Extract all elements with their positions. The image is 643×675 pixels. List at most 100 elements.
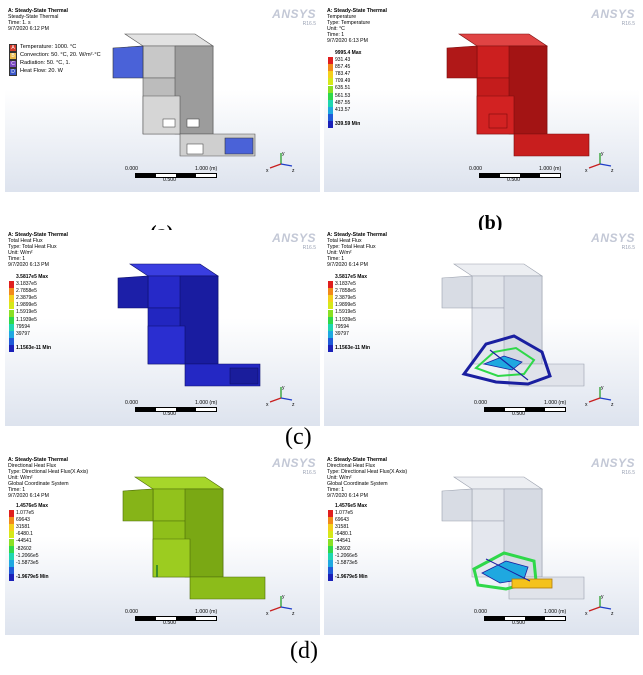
legend-swatch [9, 330, 14, 338]
caption-c: (c) [285, 424, 312, 450]
legend-value: 857.45 [335, 64, 351, 71]
duct-model[interactable] [429, 26, 599, 176]
legend-value: -6480.1 [335, 531, 352, 538]
legend-value: 413.57 [335, 106, 351, 113]
bc-letter: B [9, 52, 17, 60]
legend-row: 31581 [328, 524, 368, 532]
svg-text:z: z [611, 168, 614, 174]
svg-text:y: y [282, 594, 285, 600]
duct-model[interactable] [424, 469, 594, 619]
duct-model[interactable] [105, 469, 275, 619]
duct-model[interactable] [100, 256, 270, 406]
legend-swatch [9, 344, 14, 352]
legend-swatch [328, 344, 333, 352]
legend-row: -82602 [9, 546, 49, 553]
legend-swatch [9, 295, 14, 303]
legend-value: 1.077e5 [335, 510, 354, 517]
legend-swatch [9, 323, 14, 331]
svg-text:x: x [585, 402, 588, 408]
legend-row: 931.43 [328, 57, 361, 65]
svg-text:x: x [266, 168, 269, 174]
svg-text:y: y [282, 385, 285, 391]
legend-row: 2.3879e5 [328, 295, 370, 303]
legend-value: 1.5919e5 [335, 309, 356, 316]
svg-text:x: x [585, 168, 588, 174]
svg-text:z: z [611, 402, 614, 408]
legend-swatch [9, 559, 14, 567]
bc-letter: A [9, 44, 17, 52]
legend-row: 339.59 Min [328, 121, 361, 128]
legend-value: 1.9899e5 [16, 302, 37, 309]
axis-triad: y x z [266, 594, 295, 617]
legend-row: 709.49 [328, 78, 361, 86]
panel-c-right: A: Steady-State Thermal Total Heat Flux … [324, 230, 639, 426]
legend-row: 3.1837e5 [328, 281, 370, 289]
axis-triad: y x z [585, 151, 614, 174]
legend-swatch [328, 92, 333, 100]
duct-model[interactable] [95, 26, 265, 176]
legend-value: 2.3879e5 [335, 295, 356, 302]
bc-text: Radiation: 50. °C, 1. [20, 60, 71, 67]
legend-value: 79594 [16, 323, 30, 330]
legend-value: 69643 [335, 517, 349, 524]
panel-d-right: A: Steady-State Thermal Directional Heat… [324, 455, 639, 635]
legend-swatch [328, 552, 333, 560]
panel-header: A: Steady-State Thermal Total Heat Flux … [8, 232, 68, 268]
legend-value: 487.55 [335, 99, 351, 106]
svg-text:z: z [611, 611, 614, 617]
legend-value: 339.59 Min [335, 120, 361, 127]
legend-swatch [9, 545, 14, 553]
legend-max: 9995.4 Max [335, 50, 362, 56]
panel-c-left: A: Steady-State Thermal Total Heat Flux … [5, 230, 320, 426]
legend-row: 1.9899e5 [9, 302, 51, 310]
legend-swatch [9, 517, 14, 525]
svg-text:y: y [282, 151, 285, 157]
svg-text:x: x [585, 611, 588, 617]
legend-row: 857.45 [328, 64, 361, 72]
legend-value: -6480.1 [16, 531, 33, 538]
legend-max: 1.4576e5 Max [335, 503, 367, 509]
legend-value: 79594 [335, 323, 349, 330]
legend-value: 69643 [16, 517, 30, 524]
svg-text:z: z [292, 402, 295, 408]
bc-text: Convection: 50. °C, 20. W/m²·°C [20, 52, 101, 59]
svg-text:z: z [292, 611, 295, 617]
legend-value: 1.5919e5 [16, 309, 37, 316]
legend-value: 1.1563e-11 Min [16, 344, 52, 351]
legend-swatch [9, 288, 14, 296]
legend-row: -6480.1 [328, 531, 368, 539]
legend-row: 1.1939e5 [328, 317, 370, 324]
legend-row: 69643 [328, 517, 368, 525]
panel-header: A: Steady-State Thermal Directional Heat… [327, 457, 408, 499]
legend-row: 79594 [328, 324, 370, 331]
legend-swatch [9, 552, 14, 560]
legend-row: -44541 [328, 538, 368, 546]
legend-max: 3.5817e5 Max [16, 274, 48, 280]
legend-swatch [328, 517, 333, 525]
legend-swatch [328, 337, 333, 345]
caption-d: (d) [290, 638, 318, 664]
caption-b: (b) [478, 212, 503, 234]
legend-swatch [328, 545, 333, 553]
legend-swatch [9, 302, 14, 310]
legend-swatch [9, 309, 14, 317]
legend-value: -82602 [335, 545, 351, 552]
axis-triad: y x z [585, 594, 614, 617]
legend-swatch [9, 510, 14, 518]
legend-swatch [328, 295, 333, 303]
duct-model[interactable] [424, 256, 594, 406]
svg-text:y: y [601, 151, 604, 157]
legend-row: 413.57 [328, 107, 361, 114]
legend-row: 1.5919e5 [328, 309, 370, 317]
legend-row: 1.1939e5 [9, 317, 51, 324]
svg-text:y: y [601, 385, 604, 391]
axis-triad: y x z [266, 151, 295, 174]
